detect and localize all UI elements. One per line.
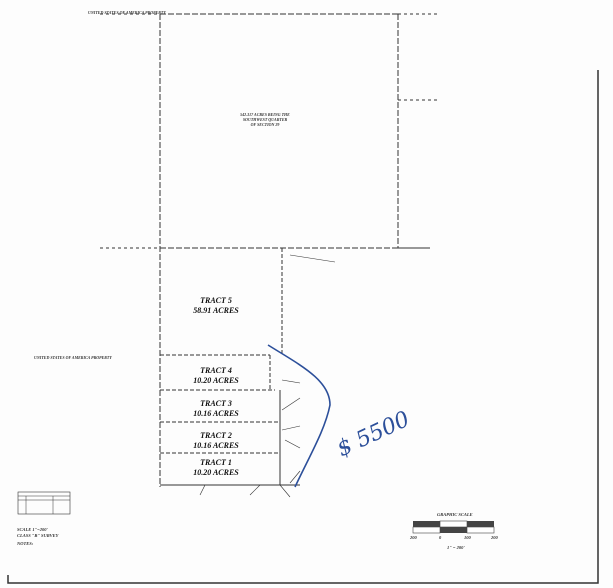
survey-class-note: CLASS "B" SURVEY [17, 533, 59, 538]
scale-tick-label: 200 [491, 535, 498, 540]
scale-note: SCALE 1"=200' [17, 527, 48, 532]
graphic-scale-title: GRAPHIC SCALE [437, 512, 473, 517]
parent-parcel-label: 542.317 ACRES BEING THE SOUTHWEST QUARTE… [240, 112, 290, 127]
graphic-scale-ratio: 1" = 200' [447, 545, 465, 550]
outer-frame [7, 70, 599, 584]
graphic-scale-bar [412, 520, 495, 534]
scale-tick-label: 200 [410, 535, 417, 540]
creek-line [267, 344, 331, 488]
notes-heading: NOTES: [17, 541, 34, 546]
scale-tick-label: 100 [464, 535, 471, 540]
us-property-top-label: UNITED STATES OF AMERICA PROPERTY [88, 10, 166, 15]
scale-tick-label: 0 [439, 535, 442, 540]
us-property-left-label: UNITED STATES OF AMERICA PROPERTY [34, 355, 112, 360]
